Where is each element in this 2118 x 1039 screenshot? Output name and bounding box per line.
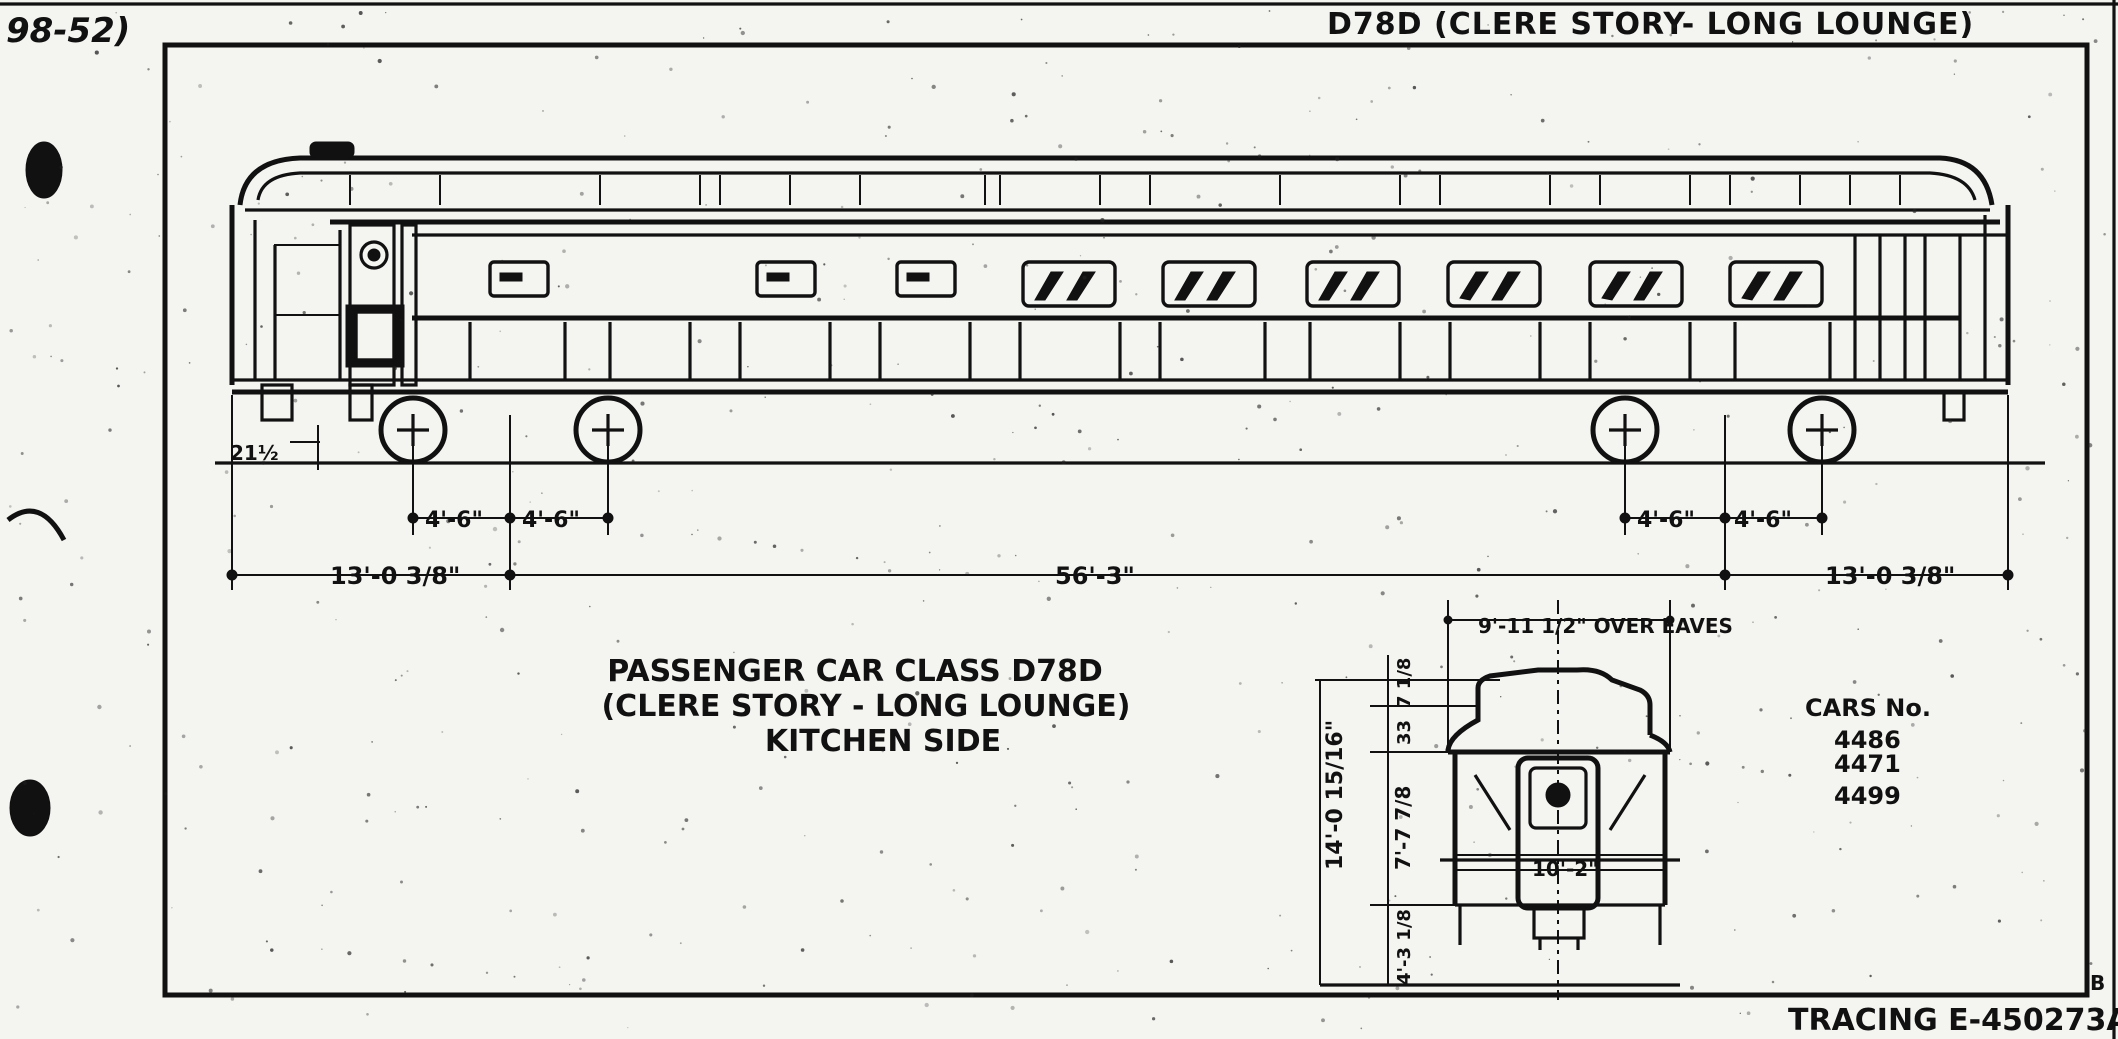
dim-left-axle-a: 4'-6"	[425, 508, 483, 533]
sheet-letter: B	[2090, 971, 2105, 995]
caption-line-2: (CLERE STORY - LONG LOUNGE)	[601, 689, 1130, 724]
dim-width-over-eaves: 9'-11 1/2" OVER EAVES	[1478, 614, 1733, 638]
dim-right-axle-a: 4'-6"	[1637, 508, 1695, 533]
tracing-number: TRACING E-450273A	[1788, 1003, 2118, 1038]
car-number-1: 4486	[1834, 726, 1901, 754]
dim-truck-centers: 56'-3"	[1055, 562, 1135, 590]
car-roof	[237, 155, 1995, 206]
sheet-title: D78D (CLERE STORY- LONG LOUNGE)	[1327, 7, 1974, 42]
dim-clerestory: 33	[1394, 720, 1415, 745]
corner-note: 98-52)	[6, 11, 130, 51]
observation-end	[1853, 215, 1987, 422]
lounge-window	[1446, 260, 1542, 308]
scan-speckle	[8, 10, 2106, 1030]
caption-line-1: PASSENGER CAR CLASS D78D	[607, 654, 1103, 689]
lounge-window	[1728, 260, 1824, 308]
dim-gauge: 10'-2"	[1532, 857, 1599, 881]
high-windows	[488, 260, 957, 298]
cars-list: CARS No. 4486 4471 4499	[1805, 694, 1931, 810]
caption-line-3: KITCHEN SIDE	[765, 724, 1001, 759]
lounge-window	[1588, 260, 1684, 308]
lounge-window	[1161, 260, 1257, 308]
lounge-windows	[1021, 260, 1824, 308]
car-number-2: 4471	[1834, 750, 1901, 778]
cars-heading: CARS No.	[1805, 694, 1931, 722]
binder-hole-top	[25, 141, 63, 199]
truck-wheels	[378, 395, 1857, 465]
dim-overall-height: 14'-0 15/16"	[1323, 720, 1348, 870]
dim-floor-height: 4'-3 1/8	[1394, 909, 1415, 985]
dim-step-height: 21½	[230, 441, 279, 465]
dim-right-overhang: 13'-0 3/8"	[1825, 562, 1955, 590]
side-elevation: 21½ 4'-6" 4'-6" 4'-6" 4'-6" 13'-0 3/8" 5…	[215, 141, 2045, 590]
lounge-window	[1305, 260, 1401, 308]
end-elevation: 9'-11 1/2" OVER EAVES 14'-0 15/16" 7 1/8…	[1315, 600, 1733, 1000]
dim-right-axle-b: 4'-6"	[1734, 508, 1792, 533]
dim-left-axle-b: 4'-6"	[522, 508, 580, 533]
binder-hole-middle	[6, 508, 67, 542]
drawing-frame	[162, 42, 2090, 998]
diagram-caption: PASSENGER CAR CLASS D78D (CLERE STORY - …	[601, 654, 1130, 759]
dim-body-height: 7'-7 7/8	[1391, 786, 1415, 870]
dim-roof-rise: 7 1/8	[1394, 658, 1415, 708]
dim-left-overhang: 13'-0 3/8"	[330, 562, 460, 590]
vestibule-end	[253, 220, 418, 422]
roof-vent	[309, 141, 355, 159]
lounge-window	[1021, 260, 1117, 308]
car-number-3: 4499	[1834, 782, 1901, 810]
binder-hole-bottom	[9, 779, 51, 837]
